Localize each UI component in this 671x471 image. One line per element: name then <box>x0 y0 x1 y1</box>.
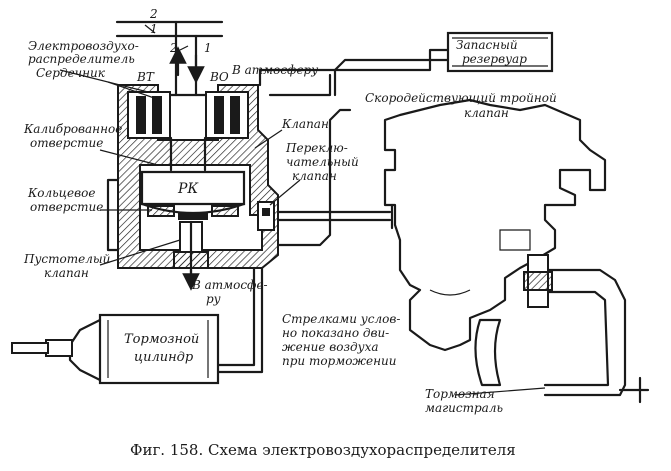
air-pipes <box>106 48 452 374</box>
label-note-1: Стрелками услов- <box>282 312 400 326</box>
label-triple-2: клапан <box>464 106 509 120</box>
label-ring-2: отверстие <box>30 200 103 214</box>
label-valve: Клапан <box>281 117 329 131</box>
brake-cylinder <box>11 313 220 385</box>
wire-1-bottom: 1 <box>204 41 212 55</box>
label-note-2: но показано дви- <box>282 326 389 340</box>
label-core: Сердечник <box>36 66 106 80</box>
diagram-labels: 2 1 2 1 Электровоздухо- распределитель С… <box>23 7 557 415</box>
label-rk: РК <box>177 181 199 197</box>
label-electro-1: Электровоздухо- <box>28 39 139 53</box>
label-reservoir-2: резервуар <box>462 52 527 66</box>
label-switch-1: Переклю- <box>285 141 348 155</box>
label-atm-top: В атмосферу <box>231 63 318 77</box>
label-cylinder-1: Тормозной <box>124 332 199 347</box>
label-electro-2: распределитель <box>28 52 135 66</box>
label-ring-1: Кольцевое <box>27 186 95 200</box>
label-atm-bottom-1: В атмосфе- <box>191 278 268 292</box>
label-cylinder-2: цилиндр <box>134 350 194 365</box>
wire-2-bottom: 2 <box>169 41 178 55</box>
label-calib-1: Калиброванное <box>23 122 122 136</box>
distributor-body <box>117 84 279 282</box>
leader-lines <box>59 69 546 396</box>
label-line-1: Тормозная <box>425 387 495 401</box>
wire-1-top: 1 <box>150 22 158 36</box>
label-line-2: магистраль <box>425 401 503 415</box>
wire-2-top: 2 <box>149 7 158 21</box>
label-note-4: при торможении <box>282 354 397 368</box>
flow-arrows <box>169 46 205 291</box>
label-switch-2: чательный <box>286 155 359 169</box>
label-hollow-2: клапан <box>44 266 89 280</box>
triple-valve <box>383 98 607 352</box>
label-triple-1: Скородействующий тройной <box>365 91 557 105</box>
label-note-3: жение воздуха <box>282 340 379 354</box>
label-vo: ВО <box>209 70 229 84</box>
figure-caption: Фиг. 158. Схема электровоздухораспредели… <box>130 441 516 459</box>
label-switch-3: клапан <box>292 169 337 183</box>
label-vt: ВТ <box>136 70 155 84</box>
label-hollow-1: Пустотелый <box>23 252 110 266</box>
reservoir <box>446 31 554 73</box>
label-reservoir-1: Запасный <box>456 38 518 52</box>
label-atm-bottom-2: ру <box>206 292 221 306</box>
label-calib-2: отверстие <box>30 136 103 150</box>
brake-line <box>474 254 650 404</box>
